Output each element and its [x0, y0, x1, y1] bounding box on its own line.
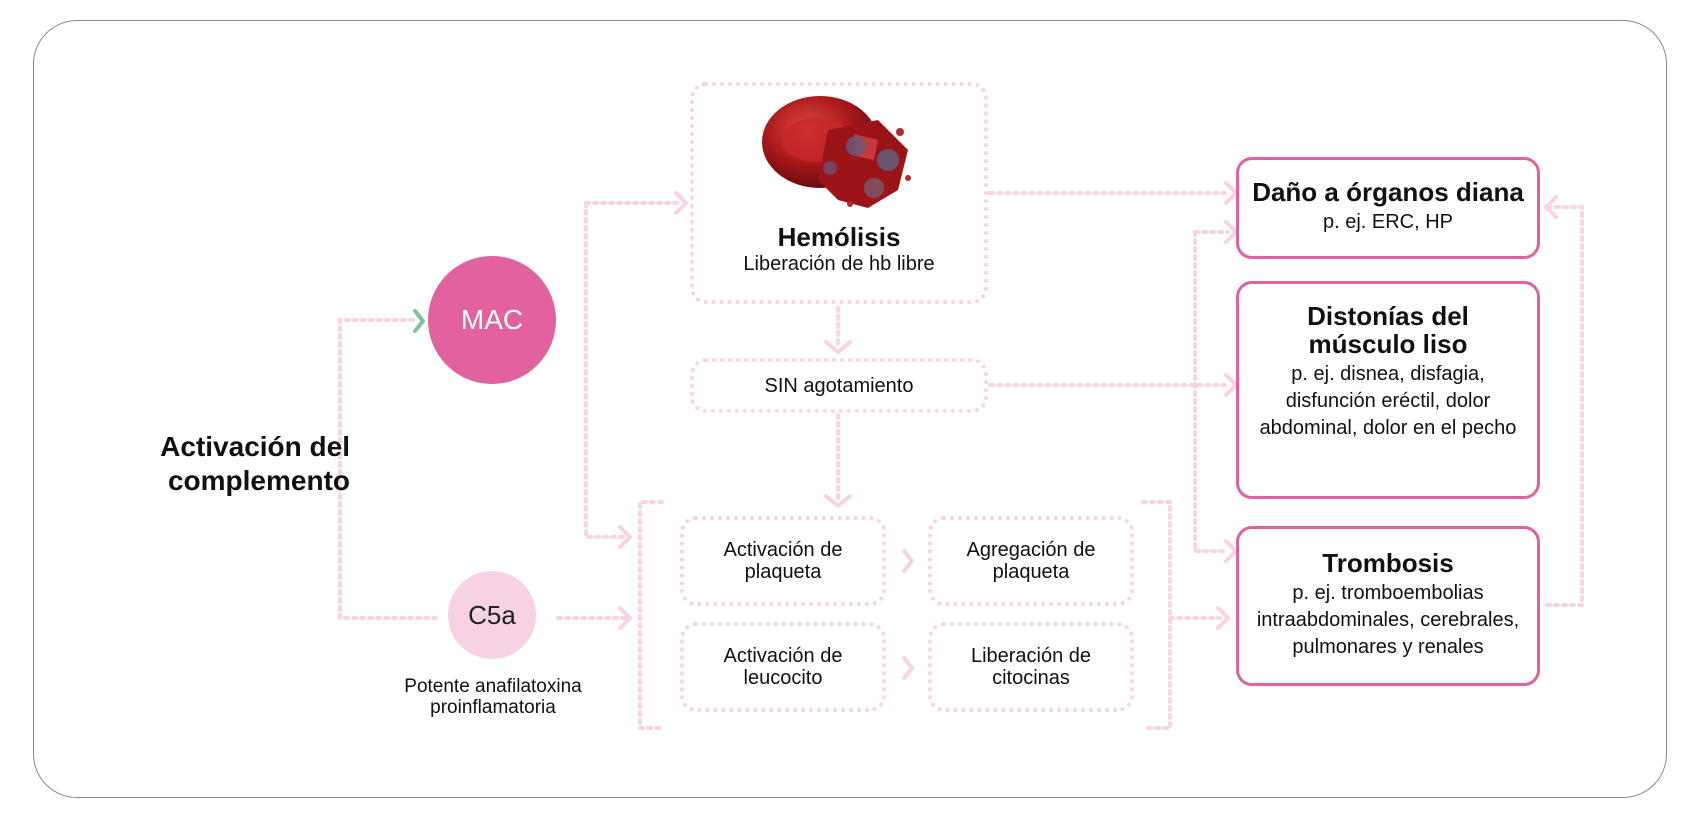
left-bracket — [638, 500, 664, 730]
chevron-right-icon — [1224, 539, 1238, 563]
organ-damage-box: Daño a órganos diana p. ej. ERC, HP — [1236, 157, 1540, 259]
thrombosis-detail: p. ej. tromboembolias intraabdominales, … — [1256, 582, 1520, 658]
chevron-right-icon — [1216, 606, 1230, 630]
feedback-loop-connector — [1545, 205, 1584, 607]
chevron-right-icon — [902, 656, 914, 680]
smooth-muscle-title: Distonías del músculo liso — [1307, 301, 1469, 359]
organ-damage-title: Daño a órganos diana — [1252, 177, 1524, 207]
chevron-down-icon — [824, 340, 852, 354]
thrombosis-title: Trombosis — [1322, 548, 1454, 578]
smooth-muscle-box: Distonías del músculo liso p. ej. disnea… — [1236, 281, 1540, 499]
platelet-aggregation-label: Agregación de plaqueta — [966, 539, 1096, 583]
mac-node: MAC — [428, 256, 556, 384]
platelet-activation-label: Activación de plaqueta — [723, 539, 843, 583]
sin-label: SIN agotamiento — [764, 374, 914, 397]
hemolysis-title: Hemólisis — [777, 222, 901, 252]
sin-box: SIN agotamiento — [690, 358, 988, 413]
cytokine-release-label: Liberación de citocinas — [970, 645, 1092, 689]
chevron-right-icon — [1224, 181, 1238, 205]
chevron-right-icon — [618, 525, 632, 549]
smooth-muscle-detail: p. ej. disnea, disfagia, disfunción eréc… — [1259, 363, 1517, 439]
c5a-node: C5a — [448, 571, 536, 659]
platelet-aggregation-box: Agregación de plaqueta — [928, 516, 1134, 606]
hemolysis-box: Hemólisis Liberación de hb libre — [690, 82, 988, 304]
leukocyte-activation-label: Activación de leucocito — [723, 645, 843, 689]
c5a-note: Potente anafilatoxina proinflamatoria — [404, 676, 582, 718]
c5a-label: C5a — [468, 599, 516, 630]
mac-branch-connector — [584, 201, 627, 539]
chevron-right-icon — [618, 606, 632, 630]
chevron-right-icon — [1224, 373, 1238, 397]
right-bus-connector — [1193, 230, 1230, 553]
thrombosis-box: Trombosis p. ej. tromboembolias intraabd… — [1236, 526, 1540, 686]
chevron-down-icon — [824, 494, 852, 508]
organ-damage-detail: p. ej. ERC, HP — [1322, 211, 1454, 233]
main-title: Activación del complemento — [160, 431, 350, 496]
green-chevron-right-icon — [413, 309, 425, 333]
cytokine-release-box: Liberación de citocinas — [928, 622, 1134, 712]
diagram-frame — [33, 20, 1667, 798]
mac-label: MAC — [460, 304, 524, 335]
chevron-right-icon — [674, 191, 688, 215]
platelet-activation-box: Activación de plaqueta — [680, 516, 886, 606]
leukocyte-activation-box: Activación de leucocito — [680, 622, 886, 712]
chevron-right-icon — [902, 549, 914, 573]
red-blood-cell-image — [762, 96, 911, 208]
hemolysis-subtitle: Liberación de hb libre — [743, 253, 935, 275]
chevron-left-icon — [1544, 195, 1558, 219]
split-connector — [338, 318, 442, 620]
right-bracket — [1141, 500, 1172, 730]
